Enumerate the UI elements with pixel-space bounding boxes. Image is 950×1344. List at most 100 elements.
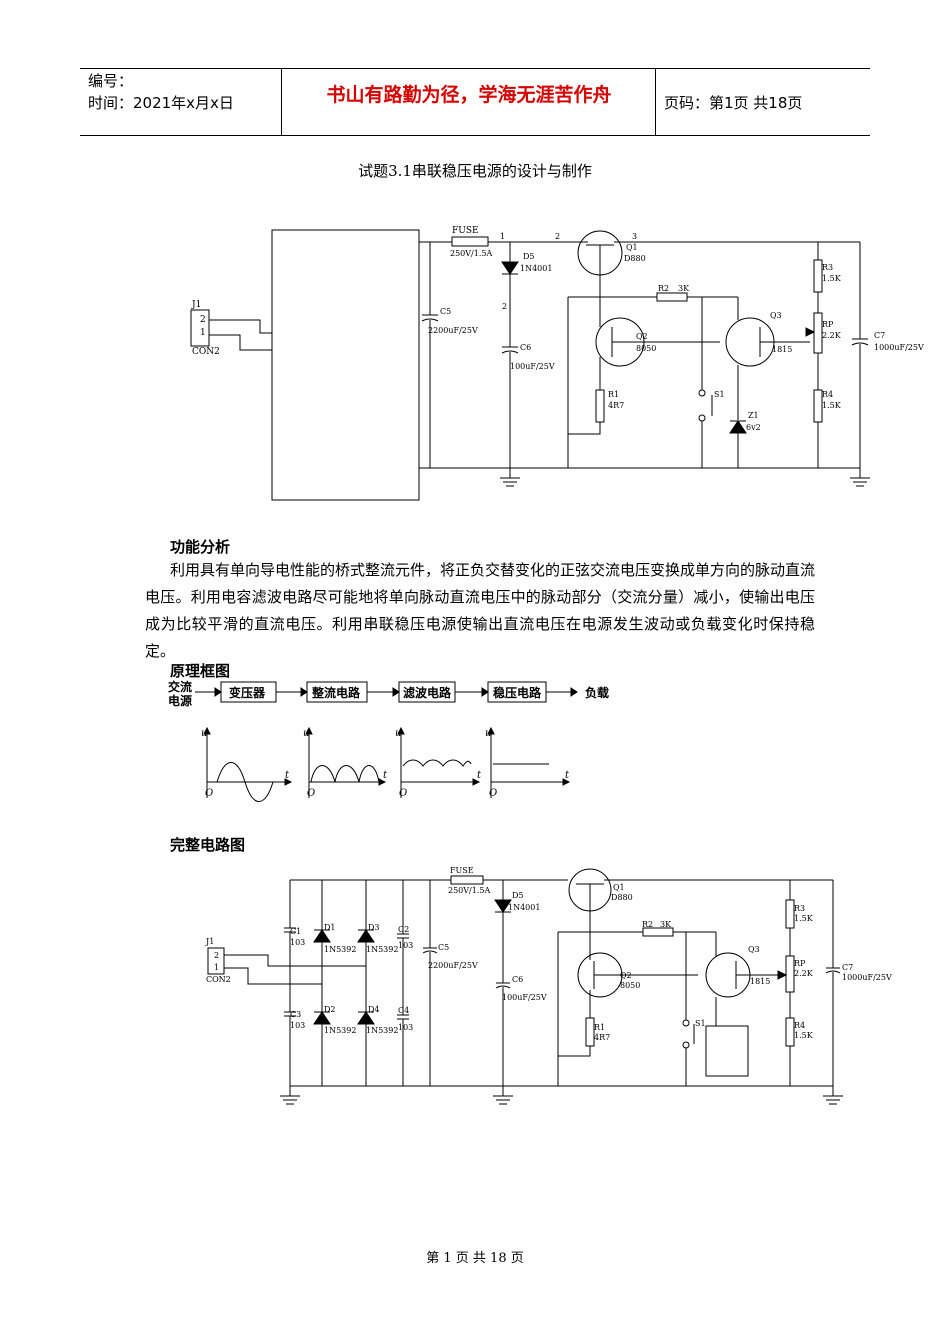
svg-text:R1: R1 [608,390,619,399]
svg-text:D4: D4 [368,1005,380,1014]
svg-text:C2: C2 [398,925,409,934]
svg-text:O: O [399,788,407,799]
svg-text:FUSE: FUSE [450,866,474,875]
svg-text:1: 1 [214,963,219,972]
svg-text:2: 2 [214,951,219,960]
svg-text:1815: 1815 [750,977,770,986]
circuit-diagram-full: J1 2 1 CON2 C1 103 C3 103 D1 1N5392 D2 1… [205,866,892,1105]
header-page: 页码：第1页 共18页 [664,94,803,112]
svg-text:Q1: Q1 [613,883,625,892]
svg-text:电源: 电源 [168,693,192,708]
header-time: 时间：2021年x月x日 [88,94,234,112]
svg-text:Q1: Q1 [626,243,638,252]
svg-text:O: O [489,788,497,799]
svg-text:R1: R1 [594,1023,605,1032]
svg-text:1000uF/25V: 1000uF/25V [842,973,892,982]
svg-text:O: O [307,788,315,799]
svg-text:1N5392: 1N5392 [324,1026,356,1035]
svg-text:变压器: 变压器 [229,685,266,700]
svg-text:1N5392: 1N5392 [366,1026,398,1035]
svg-text:R2: R2 [642,920,653,929]
svg-text:1N4001: 1N4001 [508,903,540,912]
svg-text:C6: C6 [520,343,531,352]
svg-text:C5: C5 [438,943,449,952]
svg-text:2.2K: 2.2K [822,331,842,340]
svg-text:2: 2 [200,315,206,325]
svg-text:2: 2 [555,232,560,241]
zener-placeholder-box [705,1025,749,1077]
svg-text:C3: C3 [290,1010,301,1019]
svg-text:Q3: Q3 [770,311,782,320]
block-heading: 原理框图 [170,662,231,680]
r2-resistor [656,292,688,302]
r4-resistor [813,389,823,423]
svg-text:u: u [485,728,491,739]
svg-text:RP: RP [822,320,834,329]
svg-text:250V/1.5A: 250V/1.5A [450,249,492,258]
svg-text:D3: D3 [368,923,380,932]
fuse-symbol [451,236,489,247]
svg-text:Q2: Q2 [620,971,632,980]
svg-text:250V/1.5A: 250V/1.5A [448,886,490,895]
svg-text:D880: D880 [611,893,633,902]
function-text: 利用具有单向导电性能的桥式整流元件，将正负交替变化的正弦交流电压变换成单方向的脉… [145,561,816,660]
svg-text:1N4001: 1N4001 [520,264,552,273]
svg-text:S1: S1 [714,390,725,399]
svg-text:8050: 8050 [636,344,656,353]
j1-connector [190,309,210,347]
header-divider-right [655,68,656,136]
svg-text:R4: R4 [794,1021,805,1030]
svg-text:2200uF/25V: 2200uF/25V [428,961,478,970]
svg-text:1.5K: 1.5K [822,401,842,410]
header-number: 编号： [88,72,134,90]
svg-text:1N5392: 1N5392 [366,945,398,954]
svg-text:C1: C1 [290,927,301,936]
svg-text:Z1: Z1 [748,411,759,420]
svg-text:103: 103 [290,938,305,947]
rp-potentiometer [813,312,823,354]
svg-text:2200uF/25V: 2200uF/25V [428,326,478,335]
header-bottom-rule [80,135,870,136]
svg-text:2.2K: 2.2K [794,969,814,978]
svg-text:4R7: 4R7 [594,1033,610,1042]
svg-text:C7: C7 [842,963,853,972]
svg-text:103: 103 [398,941,413,950]
circuit-diagram-simplified: J1 2 1 CON2 FUSE 250V/1.5A 1 C5 2200uF/2… [190,226,924,501]
svg-text:u: u [201,728,207,739]
function-heading: 功能分析 [170,538,231,556]
svg-text:滤波电路: 滤波电路 [403,685,452,700]
svg-text:R4: R4 [822,390,833,399]
svg-text:1.5K: 1.5K [822,274,842,283]
svg-text:D2: D2 [324,1005,336,1014]
svg-text:103: 103 [398,1023,413,1032]
svg-text:S1: S1 [695,1019,706,1028]
svg-text:8050: 8050 [620,981,640,990]
svg-text:1.5K: 1.5K [794,1031,814,1040]
header-divider-left [281,68,282,136]
page-footer: 第 1 页 共 18 页 [426,1251,524,1266]
svg-text:4R7: 4R7 [608,401,624,410]
svg-text:C4: C4 [398,1006,409,1015]
svg-text:Q2: Q2 [636,332,648,341]
svg-text:C7: C7 [874,331,885,340]
svg-text:D5: D5 [512,891,524,900]
document-title: 试题3.1串联稳压电源的设计与制作 [358,162,592,180]
svg-text:Q3: Q3 [748,945,760,954]
svg-text:整流电路: 整流电路 [311,685,361,700]
svg-text:CON2: CON2 [206,975,231,984]
svg-text:稳压电路: 稳压电路 [493,685,542,700]
svg-text:D880: D880 [624,254,646,263]
svg-text:t: t [383,770,388,781]
svg-text:C6: C6 [512,975,523,984]
svg-text:1000uF/25V: 1000uF/25V [874,343,924,352]
svg-text:C5: C5 [440,307,451,316]
svg-text:负载: 负载 [585,685,609,700]
svg-text:3K: 3K [678,284,690,293]
svg-text:u: u [395,728,401,739]
header-meta: 编号： 时间：2021年x月x日 [88,70,234,114]
svg-text:t: t [477,770,482,781]
j1-label: J1 [191,300,201,310]
svg-text:D1: D1 [324,923,336,932]
full-circuit-heading: 完整电路图 [170,836,246,854]
svg-text:1: 1 [500,232,505,241]
